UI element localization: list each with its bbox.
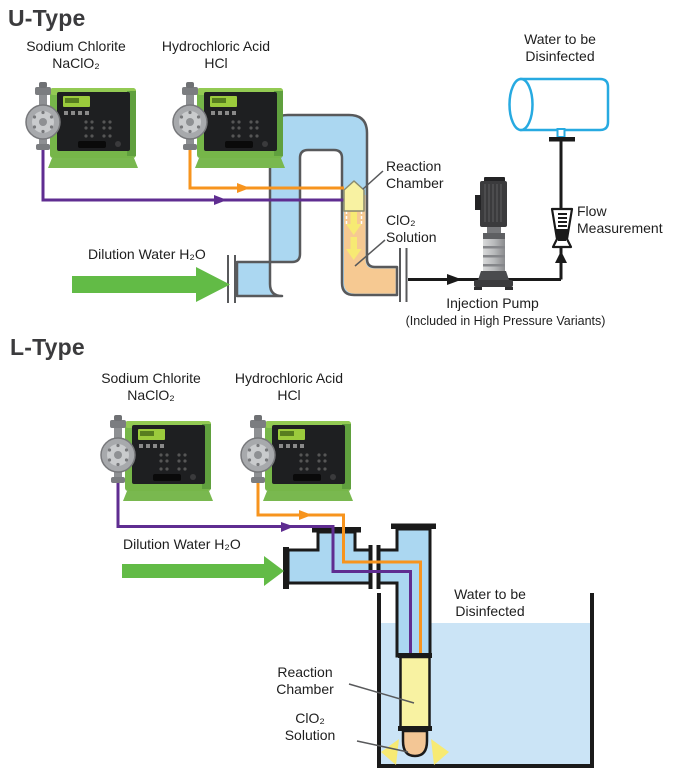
feed-line-hcl (188, 148, 344, 190)
outlet-flange (399, 248, 408, 302)
water-pipe-cylinder (508, 77, 610, 138)
u-clo2-label: ClO₂ Solution (386, 212, 437, 246)
pointer-clo2-l (356, 740, 409, 753)
u-reaction-chamber-line2: Chamber (386, 175, 444, 191)
dilution-water-arrow (72, 267, 230, 302)
reaction-chamber-l (398, 653, 432, 731)
pointer-clo2-u (354, 239, 386, 267)
dosing-line-arrow (447, 274, 462, 285)
l-clo2-line1: ClO₂ (295, 710, 325, 726)
u-type-title: U-Type (8, 5, 86, 31)
u-pump2-label: Hydrochloric Acid HCl (146, 38, 286, 72)
flow-measurement-label: Flow Measurement (577, 203, 663, 237)
pointer-reaction-chamber-u (362, 170, 384, 190)
clo2-outlet (401, 729, 429, 758)
pointer-reaction-chamber-l (348, 683, 415, 704)
l-water-label-line2: Disinfected (455, 603, 525, 619)
l-reaction-chamber-label: Reaction Chamber (255, 664, 355, 698)
u-pump1-label-line2: NaClO₂ (52, 55, 100, 71)
feed-line-naclo2-arrow-l (281, 522, 294, 532)
u-reaction-chamber-label: Reaction Chamber (386, 158, 444, 192)
u-reaction-chamber-line1: Reaction (386, 158, 442, 174)
feed-line-naclo2-arrow (214, 195, 227, 205)
u-water-label-line2: Disinfected (525, 48, 595, 64)
u-clo2-line1: ClO₂ (386, 212, 416, 228)
u-pump1-label-line1: Sodium Chlorite (26, 38, 126, 54)
l-pump1-label: Sodium Chlorite NaClO₂ (83, 370, 219, 404)
l-stub1-flange (312, 527, 361, 533)
l-clo2-line2: Solution (284, 727, 336, 743)
l-pump2-label-line2: HCl (277, 387, 301, 403)
l-reaction-chamber-line2: Chamber (276, 681, 334, 697)
u-water-label: Water to be Disinfected (505, 31, 615, 65)
l-inlet-end-cap (283, 547, 289, 589)
feed-line-hcl-arrow-l (299, 510, 312, 520)
feed-line-hcl-arrow (237, 183, 250, 193)
tank (377, 593, 594, 768)
l-dilution-water-label: Dilution Water H₂O (123, 536, 241, 552)
l-pump2-label-line1: Hydrochloric Acid (234, 370, 344, 386)
l-water-label: Water to be Disinfected (435, 586, 545, 620)
injection-pump-label: Injection Pump (446, 295, 539, 311)
l-stub2-flange (391, 523, 436, 529)
l-pump2-label: Hydrochloric Acid HCl (219, 370, 359, 404)
injection-pump-note: (Included in High Pressure Variants) (405, 314, 606, 328)
l-reaction-chamber-line1: Reaction (277, 664, 333, 680)
feed-line-naclo2 (41, 148, 344, 202)
flow-measurement-line1: Flow (577, 203, 607, 219)
l-pipe-water (286, 527, 432, 658)
l-pump1-label-line2: NaClO₂ (127, 387, 175, 403)
inlet-flange (227, 255, 236, 303)
u-dilution-water-label: Dilution Water H₂O (88, 246, 206, 262)
u-pump1-label: Sodium Chlorite NaClO₂ (8, 38, 144, 72)
l-type-title: L-Type (10, 334, 85, 360)
riser-arrow (555, 251, 567, 263)
l-type-diagram (100, 414, 594, 768)
l-clo2-label: ClO₂ Solution (260, 710, 360, 744)
feed-line-naclo2-l (116, 481, 412, 655)
clo2-flow-arrows (346, 212, 362, 260)
flow-measurement-line2: Measurement (577, 220, 663, 236)
feed-line-hcl-l (256, 481, 422, 655)
u-pump2-label-line1: Hydrochloric Acid (161, 38, 271, 54)
l-pump1-label-line1: Sodium Chlorite (101, 370, 201, 386)
u-pump2-label-line2: HCl (204, 55, 228, 71)
u-water-label-line1: Water to be (524, 31, 596, 47)
injection-tap-flange (549, 137, 575, 142)
flow-meter (550, 207, 574, 249)
injection-pump-graphic (474, 177, 513, 290)
u-type-diagram (25, 77, 610, 303)
clo2-outlet-arrows (381, 739, 449, 765)
u-clo2-line2: Solution (386, 229, 437, 245)
dilution-water-arrow-l (122, 556, 284, 586)
l-mid-flange (368, 545, 381, 589)
reaction-chamber (343, 180, 365, 212)
l-water-label-line1: Water to be (454, 586, 526, 602)
